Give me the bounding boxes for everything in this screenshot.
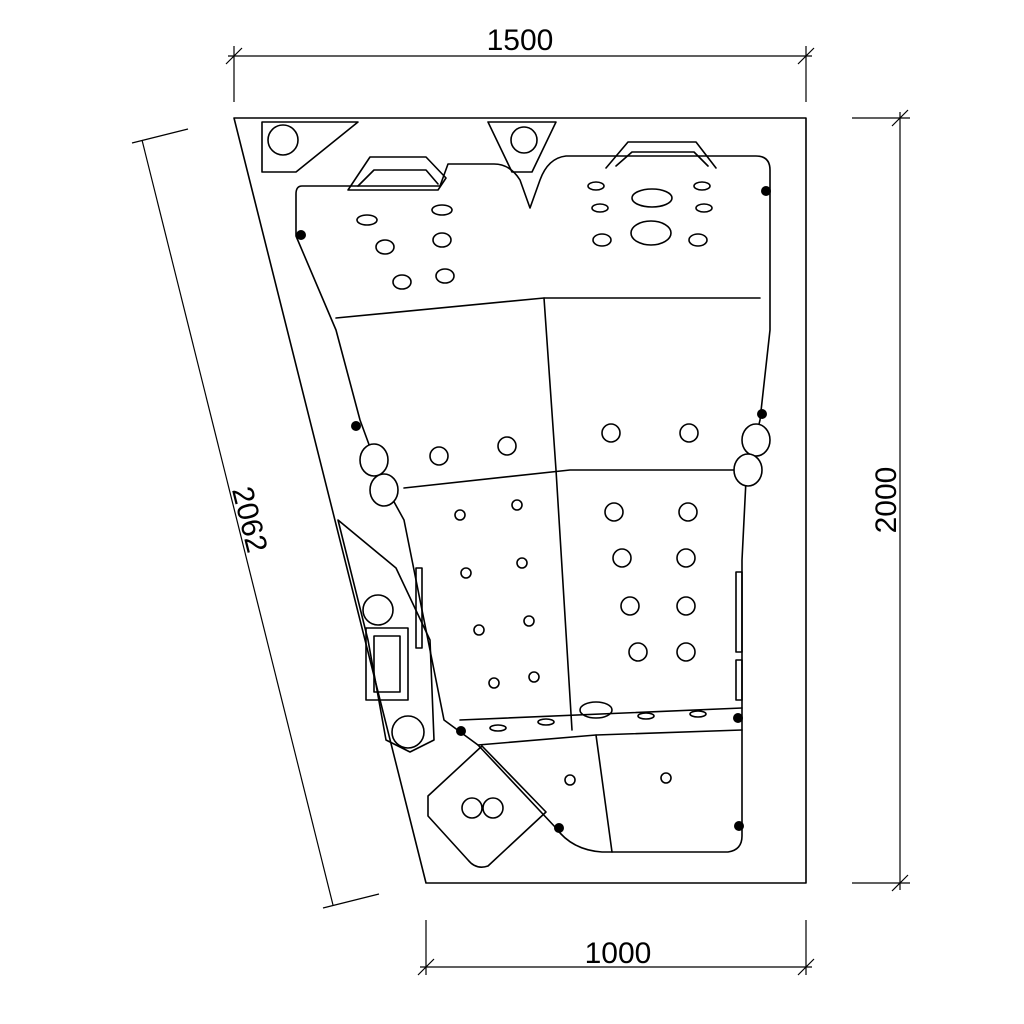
headrest-left — [347, 156, 447, 191]
dimension-diagonal-label: 2062 — [225, 483, 273, 556]
footwell-jets — [489, 710, 707, 786]
dimension-top-label: 1500 — [487, 24, 554, 57]
head-jets-right — [587, 181, 713, 247]
mounting-points — [296, 186, 771, 833]
corner-seat-box — [427, 745, 547, 868]
seat-upper-edge — [335, 297, 761, 319]
drain — [579, 701, 613, 719]
side-pillows-left — [359, 443, 399, 507]
side-rail-right — [735, 571, 743, 653]
control-panel — [365, 627, 409, 701]
dimension-diagonal: 2062 — [131, 128, 380, 909]
console-jet-upper — [362, 594, 394, 626]
side-rail-right-lower — [735, 659, 743, 701]
corner-decor-top-left — [261, 121, 359, 173]
dimension-top: 1500 — [225, 24, 815, 102]
basin-seam-lower — [477, 729, 743, 746]
inner-basin — [295, 155, 771, 853]
side-rail-left — [415, 567, 423, 649]
body-jets-upper — [429, 423, 699, 466]
footwell-edge — [459, 707, 743, 721]
dimension-bottom-label: 1000 — [585, 937, 652, 970]
basin-centre-seam — [543, 297, 573, 731]
control-panel-inner — [373, 635, 401, 693]
corner-seat-jet-1 — [461, 797, 483, 819]
body-jets-right-column — [604, 502, 698, 662]
head-jets-left — [356, 204, 455, 290]
side-pillows-right — [733, 423, 771, 487]
dimension-right: 2000 — [852, 109, 910, 892]
corner-seat-jet-2 — [482, 797, 504, 819]
outer-rim — [233, 117, 807, 884]
left-side-console — [337, 519, 435, 753]
dimension-right-label: 2000 — [870, 467, 903, 534]
dimension-bottom: 1000 — [417, 920, 815, 976]
basin-seam-lower-right — [595, 734, 613, 853]
headrest-right — [605, 141, 717, 169]
corner-decor-top-middle — [487, 121, 557, 173]
console-jet-lower — [391, 715, 425, 749]
body-jets-left-column — [454, 499, 540, 689]
basin-seam-middle — [403, 469, 747, 489]
